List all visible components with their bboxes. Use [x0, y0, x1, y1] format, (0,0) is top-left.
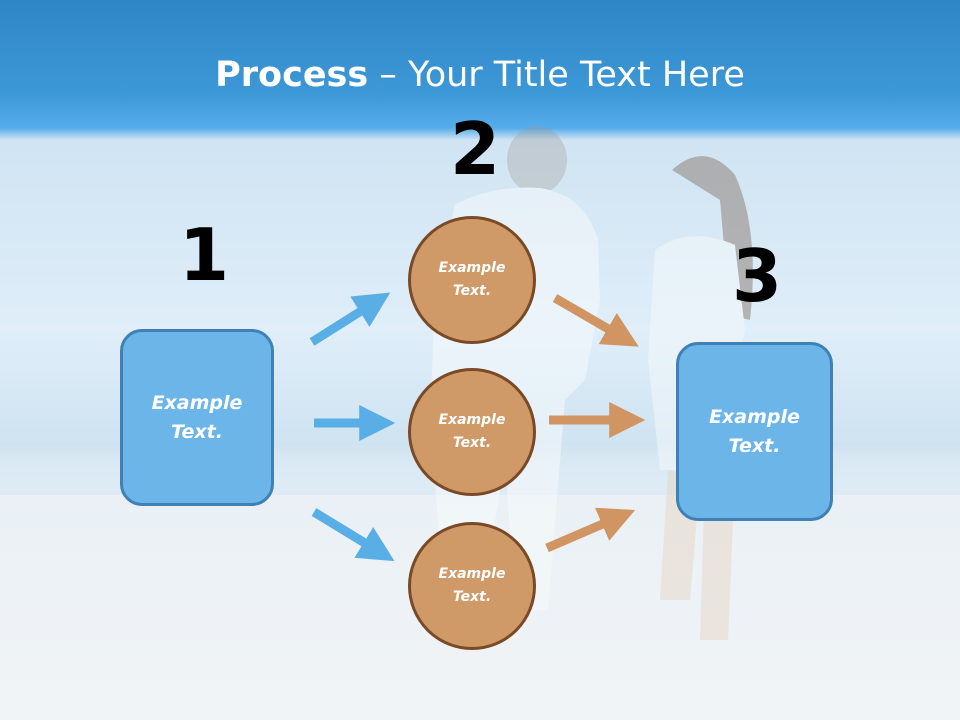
- step-number-1: 1: [179, 213, 230, 297]
- arrow-1-to-2-top: [309, 292, 391, 346]
- step-3-box: Example Text.: [676, 342, 833, 521]
- step-3-text: Example Text.: [709, 405, 800, 457]
- arrow-1-to-2-bottom: [311, 508, 395, 562]
- slide-title: Process – Your Title Text Here: [0, 52, 960, 98]
- title-rest: – Your Title Text Here: [368, 55, 745, 95]
- step-2-circle-middle: Example Text.: [408, 368, 536, 496]
- step-2-text-middle: Example Text.: [438, 412, 506, 451]
- step-2-text-bottom: Example Text.: [438, 566, 506, 605]
- step-number-3: 3: [732, 234, 783, 318]
- step-number-2: 2: [450, 107, 501, 191]
- step-1-box: Example Text.: [120, 329, 274, 506]
- step-2-text-top: Example Text.: [438, 260, 506, 299]
- arrow-2-bottom-to-3: [545, 507, 636, 553]
- step-1-text: Example Text.: [151, 391, 243, 443]
- arrow-2-top-to-3: [552, 294, 639, 347]
- step-2-circle-bottom: Example Text.: [408, 522, 536, 650]
- step-2-circle-top: Example Text.: [408, 216, 536, 344]
- title-bold: Process: [215, 55, 369, 95]
